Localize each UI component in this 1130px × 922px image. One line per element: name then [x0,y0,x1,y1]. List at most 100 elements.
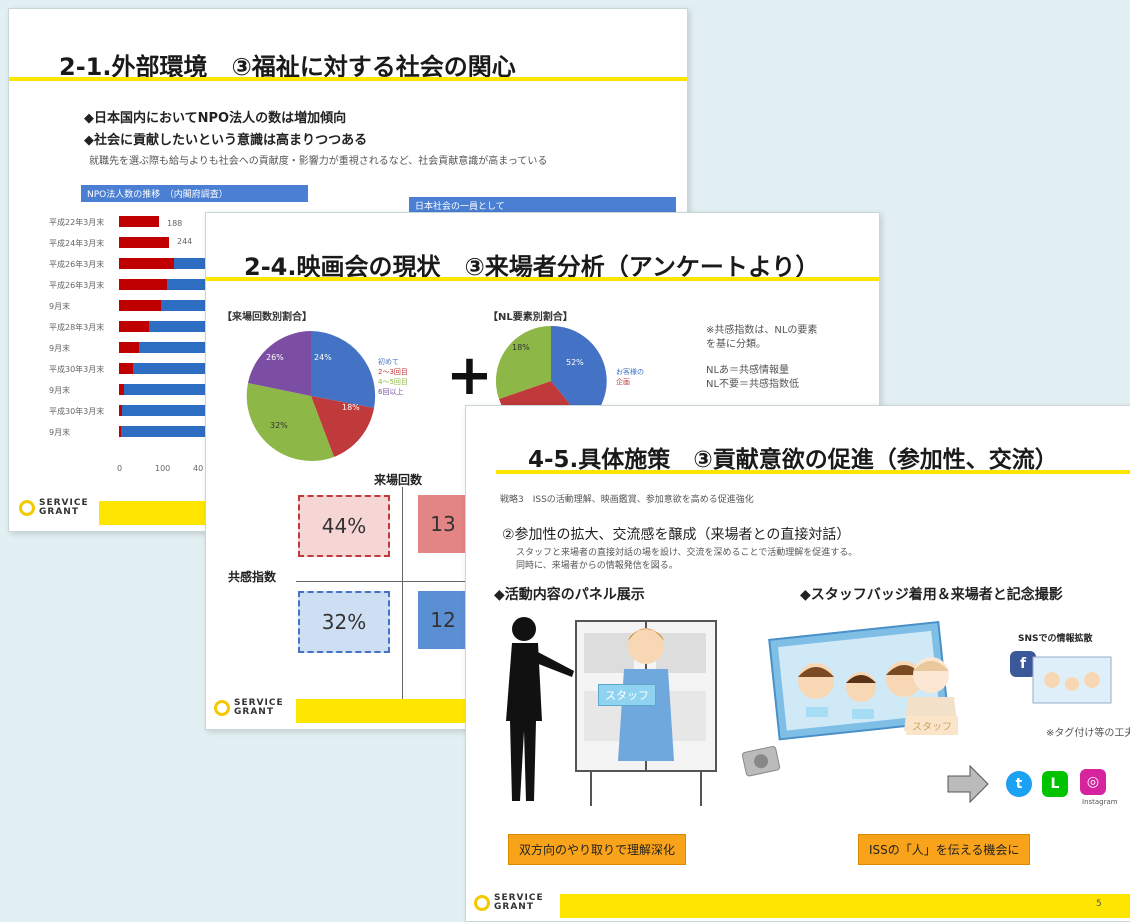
slide1-bar-red [119,405,122,416]
quadrant-bottom-right: 12 [418,591,468,649]
staff-badge-left: スタッフ [598,684,656,706]
axis-horizontal [296,581,496,582]
slide1-bar-blue [139,342,214,353]
slide1-bar-blue [122,405,214,416]
slide1-bar-red [119,363,133,374]
logo-ring-icon [19,500,35,516]
slide1-row-label: 平成28年3月末 [49,323,105,332]
sns-photo-thumbnail [1032,656,1112,704]
slide3-footer-bar [560,894,1130,918]
slide1-bar-red [119,321,149,332]
pie-chart-visit-count [246,331,376,461]
arrow-right-icon [947,764,989,804]
plus-icon: + [446,343,493,408]
slide2-note-2: を基に分類。 [706,339,766,350]
axis-label-empathy: 共感指数 [228,570,277,584]
quadrant-bottom-left: 32% [298,591,390,653]
slide1-note: 就職先を選ぶ際も給与よりも社会への貢献度・影響力が重視されるなど、社会貢献意識が… [89,156,548,167]
slide3-desc-1: スタッフと来場者の直接対話の場を設け、交流を深めることで活動理解を促進する。 [516,548,858,558]
page-number: 5 [1096,899,1102,909]
slide1-logo: SERVICE GRANT [19,499,89,517]
axis-label-visit-count: 来場回数 [374,473,423,487]
slide1-bar-red [119,300,161,311]
slide3-heading: ②参加性の拡大、交流感を醸成（来場者との直接対話） [502,527,851,543]
logo-ring-icon [214,700,230,716]
logo-ring-icon [474,895,490,911]
slide1-row-label: 平成26年3月末 [49,281,105,290]
slide1-axis-tick-2: 40 [193,464,204,473]
pie1-legend-4: 6回以上 [378,388,404,396]
pie1-value-1: 24% [314,353,332,362]
slide1-axis-tick-1: 100 [155,464,171,473]
pie2-legend-1: お客様の [616,368,644,376]
slide2-footer-bar [296,699,471,723]
facebook-icon: f [1010,651,1036,677]
pie1-slice-first [311,331,376,408]
slide1-title-underline [9,77,687,81]
slide1-row-label: 9月末 [49,302,71,311]
line-icon: L [1042,771,1068,797]
slide3-subtitle: 戦略3 ISSの活動理解、映画鑑賞、参加意欲を高める促進強化 [500,495,754,505]
slide1-bar-blue [124,384,214,395]
pie1-slice-4to5 [246,383,334,461]
slide1-chart-header: NPO法人数の推移 （内閣府調査） [81,185,308,202]
twitter-icon: t [1006,771,1032,797]
slide1-bar-red [119,342,139,353]
panel-exhibit-illustration [506,617,717,806]
staff-badge-right: スタッフ [906,716,958,735]
slide1-bar-blue [149,321,214,332]
pie1-value-4: 26% [266,353,284,362]
sns-label: SNSでの情報拡散 [1018,634,1093,644]
pie1-slice-2to3 [311,396,374,457]
slide1-row-label: 平成24年3月末 [49,239,105,248]
pie2-slice-3 [495,326,551,399]
pie2-label: 【NL要素別割合】 [488,312,573,323]
pie2-slice-1 [551,325,607,424]
pie2-legend-2: 企画 [616,378,630,386]
slide1-bar-red [119,279,167,290]
pie2-value-1: 52% [566,358,584,367]
slide3-title: 4-5.具体施策 ③貢献意欲の促進（参加性、交流） [528,447,1058,473]
slide1-bar-red [119,426,121,437]
slide1-bar-red [119,258,174,269]
slide1-bar-red [119,216,159,227]
pie1-label: 【来場回数別割合】 [222,312,312,323]
slide3-left-heading: ◆活動内容のパネル展示 [494,587,645,603]
slide1-bar-blue [121,426,214,437]
pie1-value-3: 32% [270,421,288,430]
pie2-value-2: 18% [512,343,530,352]
slide1-bar-blue [161,300,214,311]
slide1-right-header: 日本社会の一員として [409,197,676,214]
quadrant-top-left: 44% [298,495,390,557]
slide2-logo: SERVICE GRANT [214,699,284,717]
slide1-row-label: 平成26年3月末 [49,260,105,269]
slide1-bar-blue [167,279,214,290]
slide1-bar-value-1: 188 [167,219,183,228]
box-convey-people: ISSの「人」を伝える機会に [858,834,1031,865]
slide1-bar-red [119,384,124,395]
slide1-row-label: 平成30年3月末 [49,365,105,374]
pie1-value-2: 18% [342,403,360,412]
slide1-row-label: 9月末 [49,428,71,437]
pie1-legend-3: 4〜5回目 [378,378,408,386]
slide3-right-heading: ◆スタッフバッジ着用＆来場者と記念撮影 [800,587,1063,603]
slide2-note-3: NLあ＝共感情報量 [706,365,790,376]
slide1-footer-bar [99,501,219,525]
slide3-desc-2: 同時に、来場者からの情報発信を図る。 [516,561,678,571]
pie1-slice-6plus [248,331,311,396]
presenter-silhouette [506,617,574,801]
slide1-bullet-2: ◆社会に貢献したいという意識は高まりつつある [84,133,368,148]
slide1-bullet-1: ◆日本国内においてNPO法人の数は増加傾向 [84,111,347,126]
slide2-title-underline [206,277,879,281]
quadrant-top-right: 13 [418,495,468,553]
slide1-bar-value-2: 244 [177,237,193,246]
camera-icon [742,745,781,777]
tag-note: ※タグ付け等の工夫 [1046,728,1130,739]
instagram-icon: ◎ [1080,769,1106,795]
slide1-row-label: 平成22年3月末 [49,218,105,227]
slide1-title: 2-1.外部環境 ③福祉に対する社会の関心 [59,53,516,81]
slide1-axis-tick-0: 0 [117,464,123,473]
slide1-row-label: 平成30年3月末 [49,407,105,416]
slide1-bar-red [119,237,169,248]
slide2-title: 2-4.映画会の現状 ③来場者分析（アンケートより） [244,253,820,281]
